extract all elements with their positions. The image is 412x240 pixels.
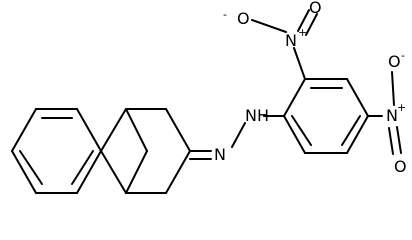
- bond-layer: [11, 9, 402, 194]
- bond-ring2-d: [346, 115, 369, 154]
- bond-nitro-top-no-double-b: [305, 13, 318, 36]
- bond-nitro-right-no-double-b: [396, 126, 402, 154]
- atom-n-top-nitro: N: [285, 31, 297, 50]
- bond-ring2-a: [283, 78, 306, 117]
- atom-o-top-right-nitro: O: [388, 52, 401, 71]
- bond-bicyclic-g: [125, 108, 148, 152]
- bond-ring1-c: [76, 108, 102, 152]
- bond-ring1-f: [11, 150, 37, 194]
- bond-nitro-right-no-double-a: [388, 127, 394, 155]
- bond-ring2-c: [346, 78, 369, 117]
- charge-plus-top-nitro: +: [298, 26, 307, 39]
- molecule-structure-diagram: N NH N + O - O N + O - O: [11, 0, 407, 194]
- bond-bicyclic-a: [100, 108, 127, 152]
- bond-nitro-right-no-single: [391, 71, 395, 106]
- bond-ring2-f: [283, 115, 306, 154]
- charge-minus-top-nitro: -: [223, 8, 227, 21]
- bond-bicyclic-b: [100, 150, 127, 194]
- bond-ring1-double-c: [19, 150, 43, 185]
- bond-nn: [231, 122, 246, 148]
- molecule-svg: N NH N + O - O N + O - O: [11, 0, 407, 194]
- bond-nitro-top-no-double-a: [297, 9, 310, 32]
- charge-plus-right-nitro: +: [397, 101, 406, 114]
- atom-o-double-top-nitro: O: [309, 0, 322, 17]
- bond-ring1-a: [11, 108, 37, 152]
- bond-ring2-double-b: [341, 115, 361, 146]
- bond-ring1-d: [76, 150, 102, 194]
- charge-minus-right-nitro: -: [401, 49, 405, 62]
- bond-nitro-top-cn: [293, 47, 306, 80]
- bond-ring2-double-c: [291, 115, 312, 146]
- bond-bicyclic-h: [125, 150, 148, 194]
- atom-o-bottom-right-nitro: O: [394, 157, 407, 176]
- atom-n-hydrazone: N: [214, 145, 226, 164]
- atom-label-layer: N NH N + O - O N + O - O: [214, 0, 407, 176]
- atom-nh-hydrazone: NH: [245, 106, 269, 125]
- atom-o-left-top-nitro: O: [237, 9, 250, 28]
- bond-bicyclic-e: [165, 108, 191, 152]
- bond-bicyclic-f: [165, 150, 191, 194]
- bond-ring1-double-b: [71, 150, 94, 185]
- bond-nitro-top-no-single: [251, 19, 287, 33]
- atom-n-right-nitro: N: [386, 106, 398, 125]
